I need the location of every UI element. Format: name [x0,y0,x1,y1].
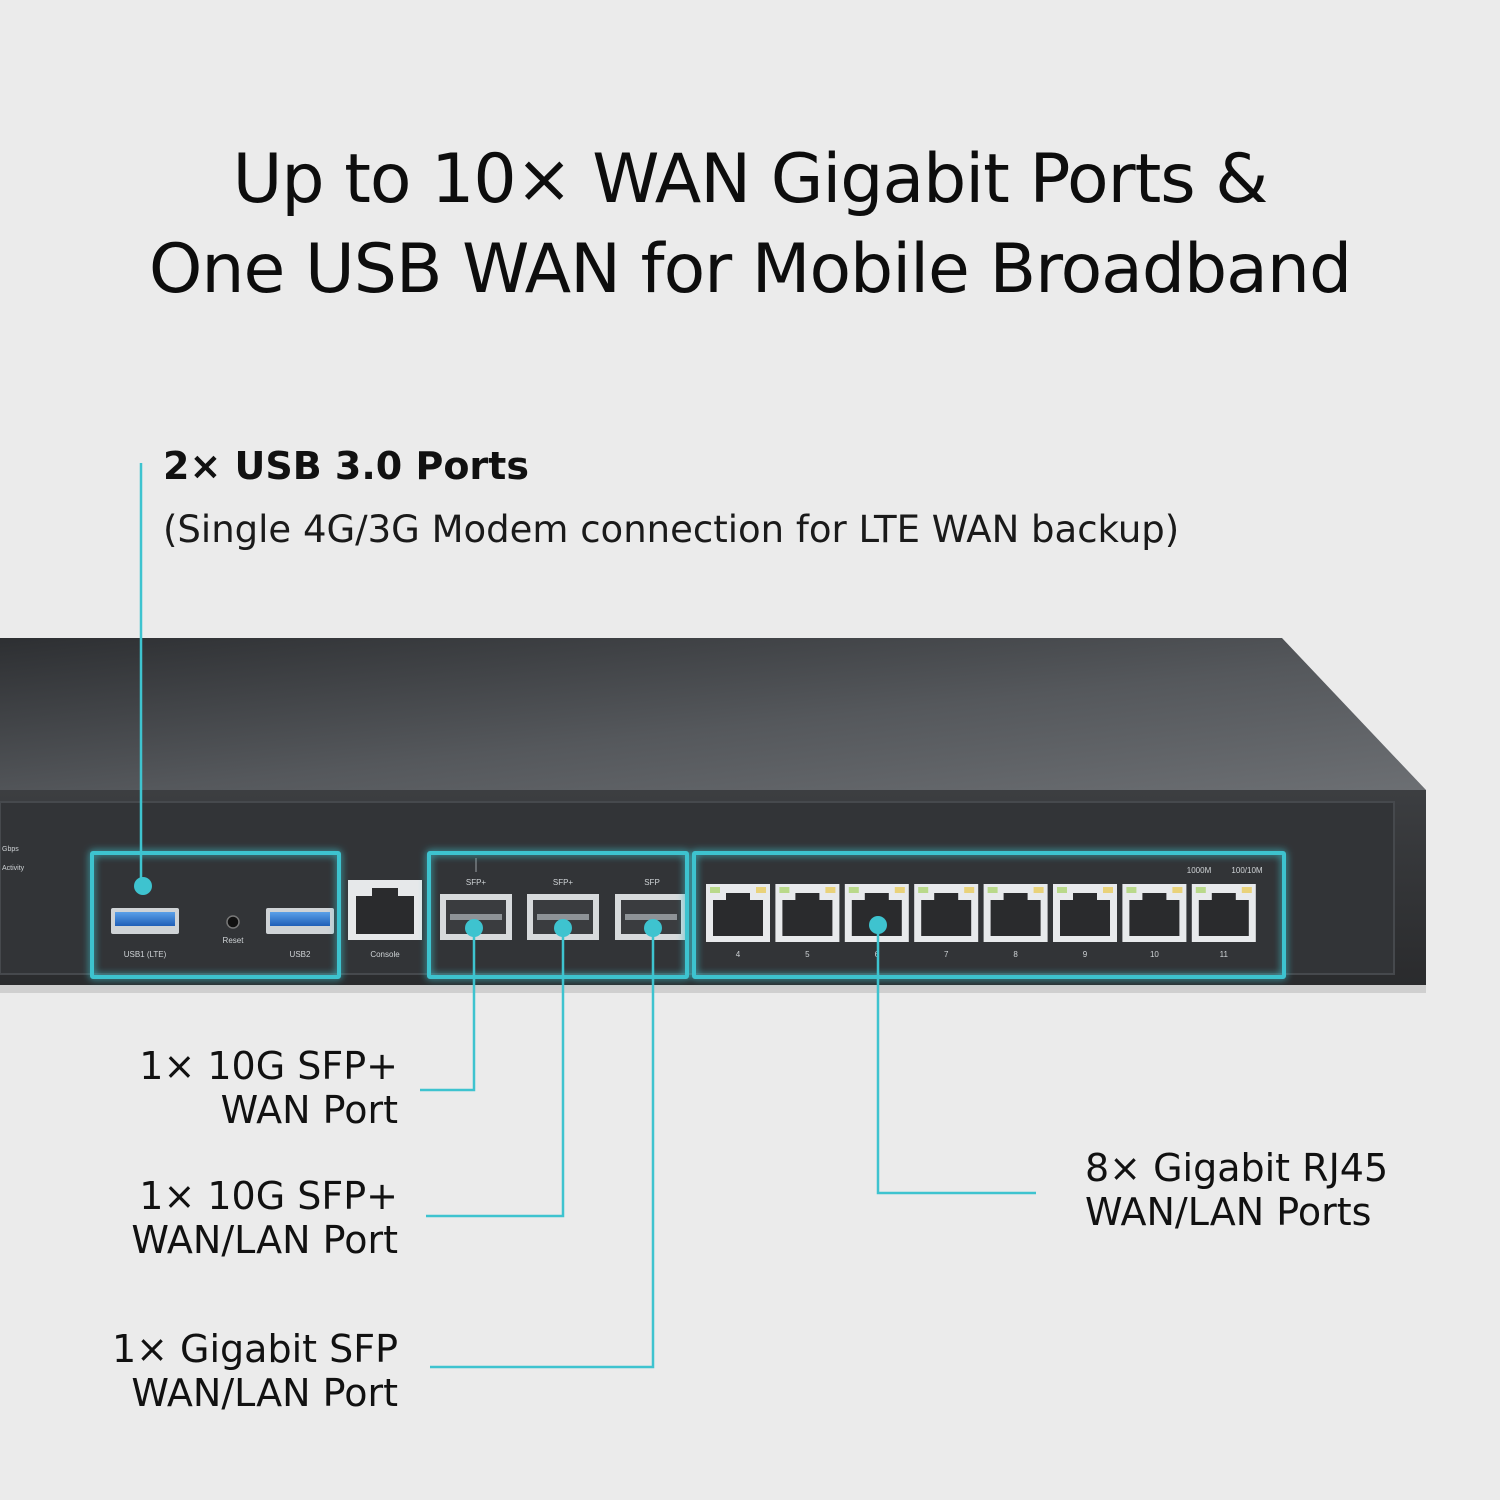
led-label-activity: Activity [2,865,25,872]
led-label-gbps: Gbps [2,846,19,853]
usb-port-group: USB1 (LTE) Reset USB2 [111,908,334,959]
callout-rj45: 8× Gigabit RJ45 WAN/LAN Ports [1085,1146,1485,1234]
rj45-port-number: 11 [1220,950,1229,959]
highlight-usb [90,851,341,979]
anchor-dot-usb [134,877,152,895]
link-led-icon [1057,887,1067,893]
console-label: Console [370,950,400,959]
usb-ports-subtitle: (Single 4G/3G Modem connection for LTE W… [163,508,1180,551]
leader-sfp-wan [420,928,476,1092]
activity-led-icon [964,887,975,893]
usb1-port [115,912,175,926]
rj45-port: 4 [706,884,770,959]
leader-sfp-wanlan [426,928,565,1218]
rj45-port-number: 4 [736,950,741,959]
activity-led-icon [756,887,766,893]
rj45-port: 7 [914,884,979,959]
rj45-port-number: 9 [1083,950,1088,959]
chassis-shadow [0,985,1426,993]
activity-led-icon [894,887,905,893]
anchor-dot-rj45 [869,916,887,934]
link-led-icon [987,887,998,893]
link-led-icon [710,887,720,893]
rj45-port-number: 10 [1150,950,1159,959]
sfp1-label: SFP+ [466,878,487,887]
activity-led-icon [1103,887,1113,893]
activity-led-icon [1172,887,1183,893]
link-led-icon [1195,887,1206,893]
highlight-sfp [427,851,689,979]
chassis-top [0,638,1426,790]
link-led-icon [918,887,929,893]
highlight-rj45 [692,851,1286,979]
leader-rj45 [876,925,1036,1195]
callout-sfp-wan: 1× 10G SFP+ WAN Port [100,1044,398,1132]
rj45-port: 11 [1191,884,1256,959]
sfp3-label: SFP [644,878,660,887]
usb1-label: USB1 (LTE) [124,950,167,959]
usb2-label: USB2 [290,950,311,959]
link-led-icon [1126,887,1137,893]
leader-sfp-gigabit [430,928,655,1369]
callout-rj45-line2: WAN/LAN Ports [1085,1190,1372,1234]
callout-sfp-wan-line1: 1× 10G SFP+ [139,1044,398,1088]
callout-sfp-wanlan-line2: WAN/LAN Port [131,1218,398,1262]
sfp2-label: SFP+ [553,878,574,887]
callout-sfp-gigabit-line2: WAN/LAN Port [131,1371,398,1415]
callout-sfp-wanlan: 1× 10G SFP+ WAN/LAN Port [60,1174,398,1262]
callout-sfp-wan-line2: WAN Port [220,1088,398,1132]
speed-label-1000m: 1000M [1187,866,1212,875]
activity-led-icon [1033,887,1044,893]
callout-rj45-line1: 8× Gigabit RJ45 [1085,1146,1389,1190]
rj45-port: 5 [775,884,840,959]
anchor-dot-sfp-wan [465,919,483,937]
callout-sfp-gigabit: 1× Gigabit SFP WAN/LAN Port [60,1327,398,1415]
console-port: Console [348,880,422,959]
activity-led-icon [1241,887,1252,893]
callout-sfp-wanlan-line1: 1× 10G SFP+ [139,1174,398,1218]
anchor-dot-sfp-wanlan [554,919,572,937]
headline-line-1: Up to 10× WAN Gigabit Ports & [232,140,1269,219]
link-led-icon [779,887,790,893]
rj45-port-number: 7 [944,950,949,959]
activity-led-icon [825,887,836,893]
headline-line-2: One USB WAN for Mobile Broadband [148,230,1352,309]
rj45-port: 9 [1053,884,1117,959]
rj45-port: 10 [1122,884,1187,959]
usb-ports-title: 2× USB 3.0 Ports [163,444,529,488]
anchor-dot-sfp-gigabit [644,919,662,937]
sfp-port-group: SFP+ SFP+ SFP [440,858,687,940]
callout-sfp-gigabit-line1: 1× Gigabit SFP [111,1327,398,1371]
reset-label: Reset [223,936,245,945]
usb2-port [270,912,330,926]
reset-button-icon [226,915,240,929]
speed-label-100m: 100/10M [1231,866,1262,875]
rj45-port-number: 5 [805,950,810,959]
rj45-port: 8 [983,884,1048,959]
rj45-port-number: 8 [1013,950,1018,959]
link-led-icon [848,887,859,893]
